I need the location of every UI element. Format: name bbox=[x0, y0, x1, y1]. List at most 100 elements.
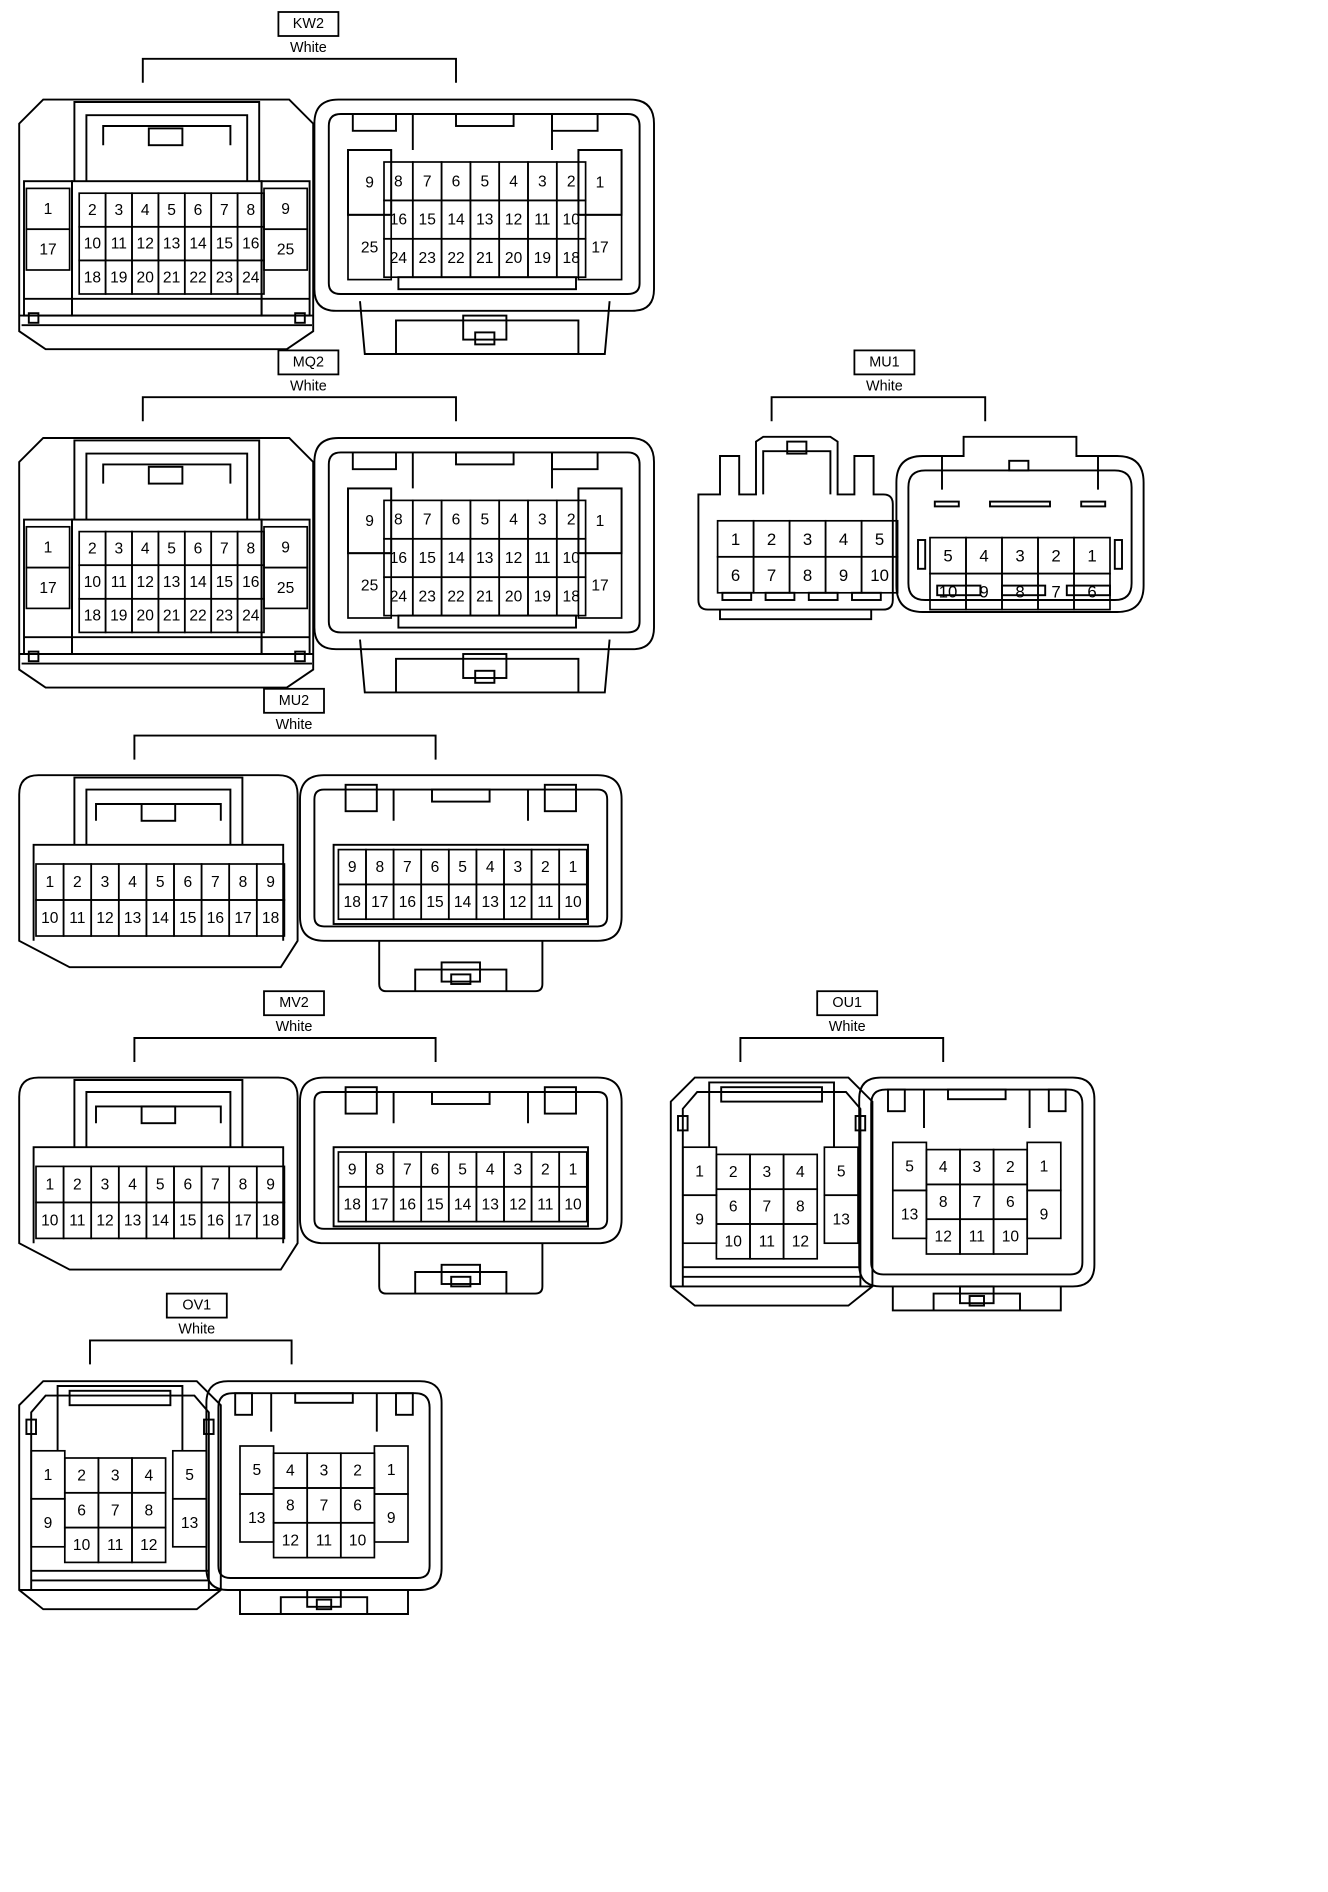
connector-color: White bbox=[829, 1019, 866, 1035]
pin-number: 2 bbox=[567, 173, 576, 190]
pin-number: 2 bbox=[541, 1162, 550, 1179]
pin-number: 6 bbox=[1006, 1194, 1015, 1211]
lever-inner bbox=[414, 968, 508, 992]
latch bbox=[708, 1081, 835, 1148]
pin-number: 6 bbox=[1087, 583, 1096, 602]
pin-number: 14 bbox=[447, 550, 465, 567]
pin-number: 6 bbox=[183, 874, 192, 891]
pin-number: 17 bbox=[234, 1213, 251, 1230]
pin-number: 10 bbox=[349, 1532, 367, 1549]
lever-lock bbox=[462, 314, 508, 341]
pin-number: 4 bbox=[128, 874, 137, 891]
pin-cell bbox=[131, 1526, 167, 1564]
pin-number: 9 bbox=[979, 583, 988, 602]
pin-number: 6 bbox=[77, 1502, 86, 1519]
housing-inner bbox=[217, 1392, 431, 1579]
pin-number: 1 bbox=[45, 1177, 54, 1194]
bottom-rail bbox=[719, 609, 873, 621]
pin-number: 17 bbox=[591, 239, 608, 256]
guide bbox=[392, 1092, 529, 1124]
pin-number: 10 bbox=[939, 583, 958, 602]
pin-number: 14 bbox=[454, 894, 472, 911]
pin-number: 5 bbox=[156, 874, 165, 891]
pin-number: 3 bbox=[101, 1177, 110, 1194]
pin-cell bbox=[347, 552, 393, 619]
pin-number: 4 bbox=[486, 1162, 495, 1179]
latch bbox=[56, 1385, 184, 1451]
pin-number: 1 bbox=[44, 539, 53, 556]
connector-id-box bbox=[853, 349, 916, 376]
pin-cell bbox=[577, 552, 623, 619]
pin-number: 8 bbox=[239, 1177, 248, 1194]
pin-number: 9 bbox=[839, 566, 848, 585]
pin-number: 23 bbox=[419, 250, 436, 267]
pin-number: 3 bbox=[803, 530, 812, 549]
pin-number: 8 bbox=[375, 859, 384, 876]
pin-cell bbox=[25, 566, 71, 610]
pin-number: 10 bbox=[564, 1196, 582, 1213]
pin-number: 2 bbox=[88, 541, 97, 558]
connector-bracket bbox=[133, 734, 437, 760]
pin-number: 5 bbox=[185, 1467, 194, 1484]
pin-number: 3 bbox=[114, 541, 123, 558]
lever bbox=[279, 1596, 369, 1615]
top-lock bbox=[455, 451, 515, 466]
pin-number: 20 bbox=[137, 608, 155, 625]
pin-number: 18 bbox=[344, 1196, 361, 1213]
lever-tab bbox=[450, 973, 472, 985]
pin-number: 5 bbox=[458, 1162, 467, 1179]
pin-frame bbox=[332, 843, 589, 925]
pin-number: 10 bbox=[41, 1213, 59, 1230]
lever-lock bbox=[959, 1285, 995, 1305]
pin-number: 10 bbox=[563, 212, 581, 229]
latch-bar bbox=[95, 803, 222, 821]
lever-lock bbox=[306, 1589, 342, 1608]
pin-number: 2 bbox=[353, 1463, 362, 1480]
pin-number: 4 bbox=[141, 541, 150, 558]
pin-number: 11 bbox=[969, 1229, 985, 1246]
pin-number: 9 bbox=[266, 1177, 275, 1194]
pin-number: 13 bbox=[248, 1510, 265, 1527]
pin-number: 11 bbox=[107, 1537, 123, 1554]
pin-number: 12 bbox=[137, 236, 154, 253]
pin-number: 6 bbox=[452, 512, 461, 529]
pin-number: 25 bbox=[277, 242, 295, 259]
pin-number: 18 bbox=[262, 910, 279, 927]
housing-outline bbox=[313, 437, 655, 651]
connector-id: MV2 bbox=[279, 995, 309, 1011]
pin-number: 4 bbox=[128, 1177, 137, 1194]
top-notch bbox=[887, 1088, 906, 1113]
connector-bracket bbox=[770, 396, 987, 422]
top-lock bbox=[431, 1091, 491, 1105]
pin-number: 21 bbox=[163, 269, 180, 286]
top-notch bbox=[543, 1086, 577, 1115]
guide bbox=[923, 1089, 1031, 1129]
pin-number: 20 bbox=[137, 269, 155, 286]
pin-number: 8 bbox=[1015, 583, 1024, 602]
pin-number: 4 bbox=[144, 1468, 153, 1485]
pin-cell bbox=[263, 228, 309, 271]
pin-number: 5 bbox=[480, 173, 489, 190]
ridge bbox=[670, 1266, 873, 1288]
pin-number: 2 bbox=[767, 530, 776, 549]
top-lock bbox=[947, 1088, 1007, 1101]
pin-number: 8 bbox=[796, 1199, 805, 1216]
pin-number: 18 bbox=[563, 250, 580, 267]
pin-number: 2 bbox=[1006, 1159, 1015, 1176]
pin-number: 6 bbox=[452, 173, 461, 190]
housing-outline bbox=[697, 435, 894, 611]
pin-number: 1 bbox=[695, 1163, 704, 1180]
clip bbox=[294, 650, 306, 663]
pin-number: 1 bbox=[569, 1162, 578, 1179]
pin-number: 11 bbox=[537, 894, 553, 911]
lever-lock bbox=[462, 653, 508, 679]
pin-number: 15 bbox=[419, 550, 437, 567]
connector-id: MQ2 bbox=[293, 354, 324, 370]
